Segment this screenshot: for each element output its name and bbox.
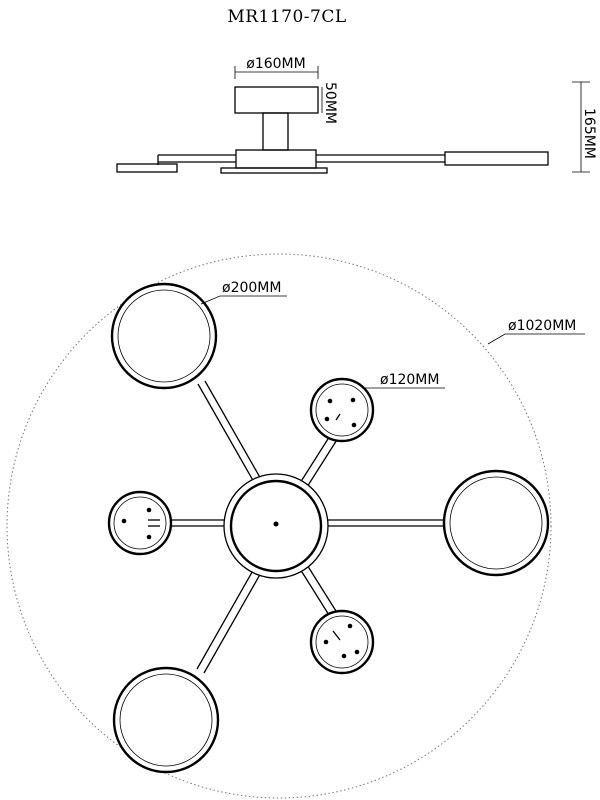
small-disc-left: [107, 490, 173, 556]
large-ring-diameter-label: ø200MM: [222, 280, 281, 296]
top-view: ø200MM ø120MM ø1020MM: [6, 253, 585, 799]
overall-diameter-label: ø1020MM: [508, 318, 576, 334]
total-height-label: 165MM: [581, 108, 597, 159]
right-ring-side: [444, 151, 549, 166]
hub-body: [235, 149, 317, 169]
canopy-height-label: 50MM: [322, 82, 338, 124]
small-disc-top: [309, 377, 375, 443]
canopy-width-label: ø160MM: [246, 56, 305, 72]
overall-diameter-circle: [6, 253, 552, 799]
small-disc-bottom: [309, 609, 375, 675]
left-disc-side: [116, 163, 178, 173]
large-ring-right: [442, 469, 550, 577]
large-ring-top-left: [110, 282, 218, 390]
stem: [262, 112, 289, 151]
model-title: MR1170-7CL: [227, 7, 346, 27]
canopy: [234, 86, 319, 114]
side-view: ø160MM 50MM 165MM: [116, 56, 597, 174]
hub-plate: [220, 167, 328, 174]
small-disc-diameter-label: ø120MM: [380, 372, 439, 388]
large-ring-bottom-left: [112, 666, 220, 774]
